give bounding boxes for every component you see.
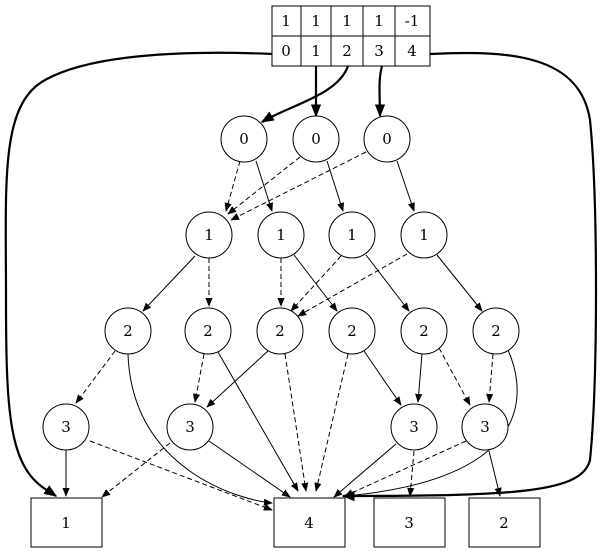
terminal-4: 4 [273,497,346,548]
node-label: 2 [419,322,429,340]
table-cell-bottom-3: 3 [374,42,384,60]
node-label: 1 [276,226,286,244]
node-level-3-a: 3 [42,403,90,451]
terminal-2: 2 [468,497,541,548]
node-level-0-a: 0 [220,115,268,163]
node-level-2-a: 2 [104,307,152,355]
node-level-3-d: 3 [461,403,509,451]
node-label: 2 [347,322,357,340]
node-label: 2 [203,322,213,340]
terminal-3: 3 [373,497,446,548]
node-label: 2 [275,322,285,340]
node-label: 2 [123,322,133,340]
node-label: 3 [61,418,71,436]
node-level-2-d: 2 [328,307,376,355]
table-cell-top-1: 1 [311,12,321,30]
node-label: 0 [239,130,249,148]
node-label: 3 [480,418,490,436]
table-cell-top-3: 1 [374,12,384,30]
node-level-3-b: 3 [166,403,214,451]
terminal-label: 3 [404,514,414,532]
header-table: 1 1 1 1 -1 0 1 2 3 4 [271,5,431,67]
node-label: 2 [491,322,501,340]
terminal-label: 1 [61,514,71,532]
node-level-1-c: 1 [328,211,376,259]
table-cell-top-4: -1 [405,12,420,30]
table-cell-bottom-1: 1 [311,42,321,60]
terminal-1: 1 [30,497,103,548]
node-level-2-e: 2 [400,307,448,355]
node-label: 3 [409,418,419,436]
node-level-2-c: 2 [256,307,304,355]
terminal-label: 4 [304,514,314,532]
node-level-3-c: 3 [390,403,438,451]
node-level-1-d: 1 [400,211,448,259]
node-level-1-a: 1 [185,211,233,259]
table-cell-top-2: 1 [342,12,352,30]
node-label: 1 [204,226,214,244]
node-label: 3 [185,418,195,436]
node-label: 1 [347,226,357,244]
node-label: 1 [419,226,429,244]
table-cell-top-0: 1 [281,12,291,30]
node-level-0-b: 0 [292,115,340,163]
node-level-2-b: 2 [184,307,232,355]
table-cell-bottom-4: 4 [407,42,417,60]
node-level-1-b: 1 [257,211,305,259]
node-label: 0 [382,130,392,148]
table-cell-bottom-2: 2 [342,42,352,60]
node-label: 0 [311,130,321,148]
table-edges [4,51,598,502]
terminal-label: 2 [499,514,509,532]
node-level-0-c: 0 [363,115,411,163]
node-level-2-f: 2 [472,307,520,355]
table-cell-bottom-0: 0 [281,42,291,60]
